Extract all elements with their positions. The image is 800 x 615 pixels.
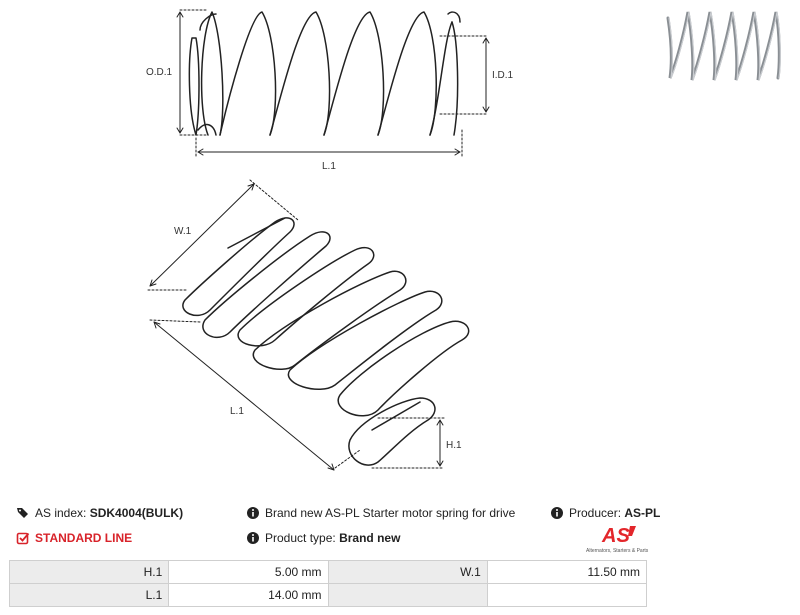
info-icon	[247, 532, 259, 544]
table-row: L.1 14.00 mm	[8, 583, 648, 607]
product-photo	[666, 11, 781, 81]
producer-value: AS-PL	[624, 506, 661, 520]
as-index: AS index: SDK4004(BULK)	[16, 503, 183, 523]
id-label: I.D.1	[492, 70, 514, 81]
info-row-1: AS index: SDK4004(BULK) Brand new AS-PL …	[0, 503, 800, 523]
producer: Producer: AS-PL	[550, 503, 660, 523]
param-value	[486, 583, 648, 607]
tag-icon	[17, 508, 28, 518]
info-icon	[551, 507, 563, 519]
parameters-table: H.1 5.00 mm W.1 11.50 mm L.1 14.00 mm	[8, 560, 648, 607]
table-row: H.1 5.00 mm W.1 11.50 mm	[8, 560, 648, 584]
od-label: O.D.1	[146, 67, 173, 78]
height-label: H.1	[446, 440, 462, 451]
param-value: 11.50 mm	[486, 560, 648, 584]
logo-text: AS	[601, 525, 630, 547]
logo-tagline: Alternators, Starters & Parts	[586, 548, 649, 554]
product-type-value: Brand new	[339, 531, 401, 545]
bottom-length-label: L.1	[230, 406, 244, 417]
param-value: 5.00 mm	[168, 560, 329, 584]
param-key: L.1	[8, 583, 170, 607]
technical-drawing: O.D.1 I.D.1 L.1 W.1 L.1 H.1	[146, 9, 514, 471]
spring-side-view	[188, 11, 461, 136]
info-row-2: STANDARD LINE Product type: Brand new	[0, 528, 800, 548]
param-key: W.1	[327, 560, 488, 584]
param-value: 14.00 mm	[168, 583, 329, 607]
info-icon	[247, 507, 259, 519]
product-type: Product type: Brand new	[246, 528, 400, 548]
standard-line-label: STANDARD LINE	[35, 531, 133, 545]
producer-label: Producer:	[569, 506, 622, 520]
product-type-label: Product type:	[265, 531, 336, 545]
param-key: H.1	[8, 560, 170, 584]
description: Brand new AS-PL Starter motor spring for…	[246, 503, 515, 523]
description-text: Brand new AS-PL Starter motor spring for…	[265, 506, 516, 520]
as-index-value: SDK4004(BULK)	[89, 506, 184, 520]
param-key	[327, 583, 488, 607]
as-logo: AS Alternators, Starters & Parts	[584, 522, 650, 554]
as-index-label: AS index:	[35, 506, 87, 520]
width-label: W.1	[174, 226, 192, 237]
checkbox-icon	[16, 532, 30, 545]
standard-line: STANDARD LINE	[16, 528, 132, 548]
top-length-label: L.1	[322, 161, 336, 172]
spring-isometric-view	[182, 217, 470, 466]
